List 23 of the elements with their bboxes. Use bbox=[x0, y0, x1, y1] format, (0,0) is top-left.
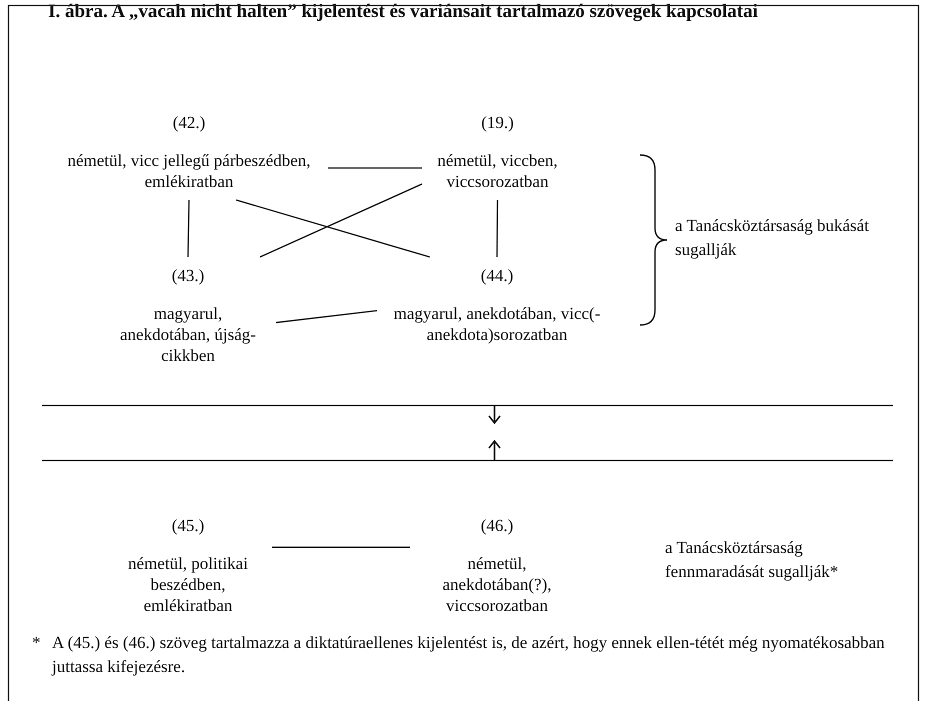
node-description: németül, anekdotában(?), viccsorozatban bbox=[441, 553, 553, 616]
connector-line bbox=[236, 199, 430, 258]
side-note: a Tanácsköztársaság bukását sugallják bbox=[675, 215, 870, 261]
side-note: a Tanácsköztársaság fennmaradását sugallják* bbox=[665, 537, 840, 583]
node-description: németül, viccben, viccsorozatban bbox=[436, 150, 559, 192]
node-number: (45.) bbox=[170, 515, 206, 536]
node-description: németül, politikai beszédben, emlékiratban bbox=[127, 553, 249, 616]
node-description: magyarul, anekdotában, újság-cikkben bbox=[119, 303, 257, 366]
connector-line bbox=[187, 200, 190, 258]
node-description: németül, vicc jellegű párbeszédben, emlékiratban bbox=[66, 150, 312, 192]
connector-line bbox=[496, 200, 498, 257]
node-number: (42.) bbox=[172, 112, 206, 133]
connector-line bbox=[260, 183, 422, 258]
footnote-mark: * bbox=[32, 632, 42, 654]
connector-line bbox=[276, 310, 378, 324]
node-number: (43.) bbox=[170, 265, 206, 286]
node-description: magyarul, anekdotában, vicc(-anekdota)sorozatban bbox=[392, 303, 602, 345]
node-number: (19.) bbox=[480, 112, 515, 133]
node-number: (44.) bbox=[480, 265, 514, 286]
footnote-text: A (45.) és (46.) szöveg tartalmazza a diktatúraellenes kijelentést is, de azért, hogy ennek ellen-tétét még nyomatékosabban juttassa kifejezésre. bbox=[52, 632, 886, 678]
node-number: (46.) bbox=[480, 515, 514, 536]
connector-line bbox=[328, 167, 422, 169]
connector-line bbox=[272, 546, 410, 548]
